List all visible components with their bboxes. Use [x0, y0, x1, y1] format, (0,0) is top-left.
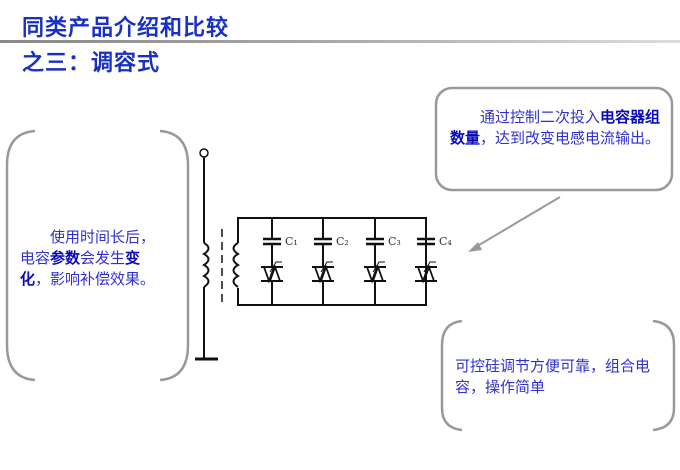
note-text: 使用时间长后， [50, 228, 156, 246]
capacitor-label: C₄ [439, 235, 452, 248]
capacitor-label: C₃ [388, 235, 401, 248]
thyristor-icon [263, 264, 281, 284]
bottom-bracket [440, 319, 676, 432]
capacitor-label: C₂ [336, 235, 349, 248]
capacitor-thyristor-branch: C₄ [415, 218, 452, 305]
thyristor-icon [314, 264, 332, 284]
secondary-coil [232, 242, 240, 288]
circuit-diagram: C₁ C₂ C₃ C₄ [195, 148, 452, 361]
thyristor-icon [417, 264, 435, 284]
callout-box [434, 86, 674, 192]
left-note: 使用时间长后， 电容参数会发生变 化，影响补偿效果。 [20, 228, 156, 288]
primary-coil [202, 242, 210, 288]
title-divider [0, 40, 680, 43]
page-title: 同类产品介绍和比较 [22, 16, 230, 41]
thyristor-icon [366, 264, 384, 284]
callout-text: 通过控制二次投入电容器组数量，达到改变电感电流输出。 [450, 108, 661, 147]
capacitor-thyristor-branch: C₁ [261, 218, 298, 305]
page-subtitle: 之三：调容式 [22, 51, 161, 76]
terminal-icon [199, 148, 209, 158]
left-bracket [5, 129, 190, 382]
bottom-note: 可控硅调节方便可靠，组合电容，操作简单 [455, 357, 651, 396]
capacitor-label: C₁ [285, 235, 298, 248]
callout-arrow [468, 196, 561, 252]
capacitor-thyristor-branch: C₃ [364, 218, 401, 305]
capacitor-thyristor-branch: C₂ [312, 218, 349, 305]
